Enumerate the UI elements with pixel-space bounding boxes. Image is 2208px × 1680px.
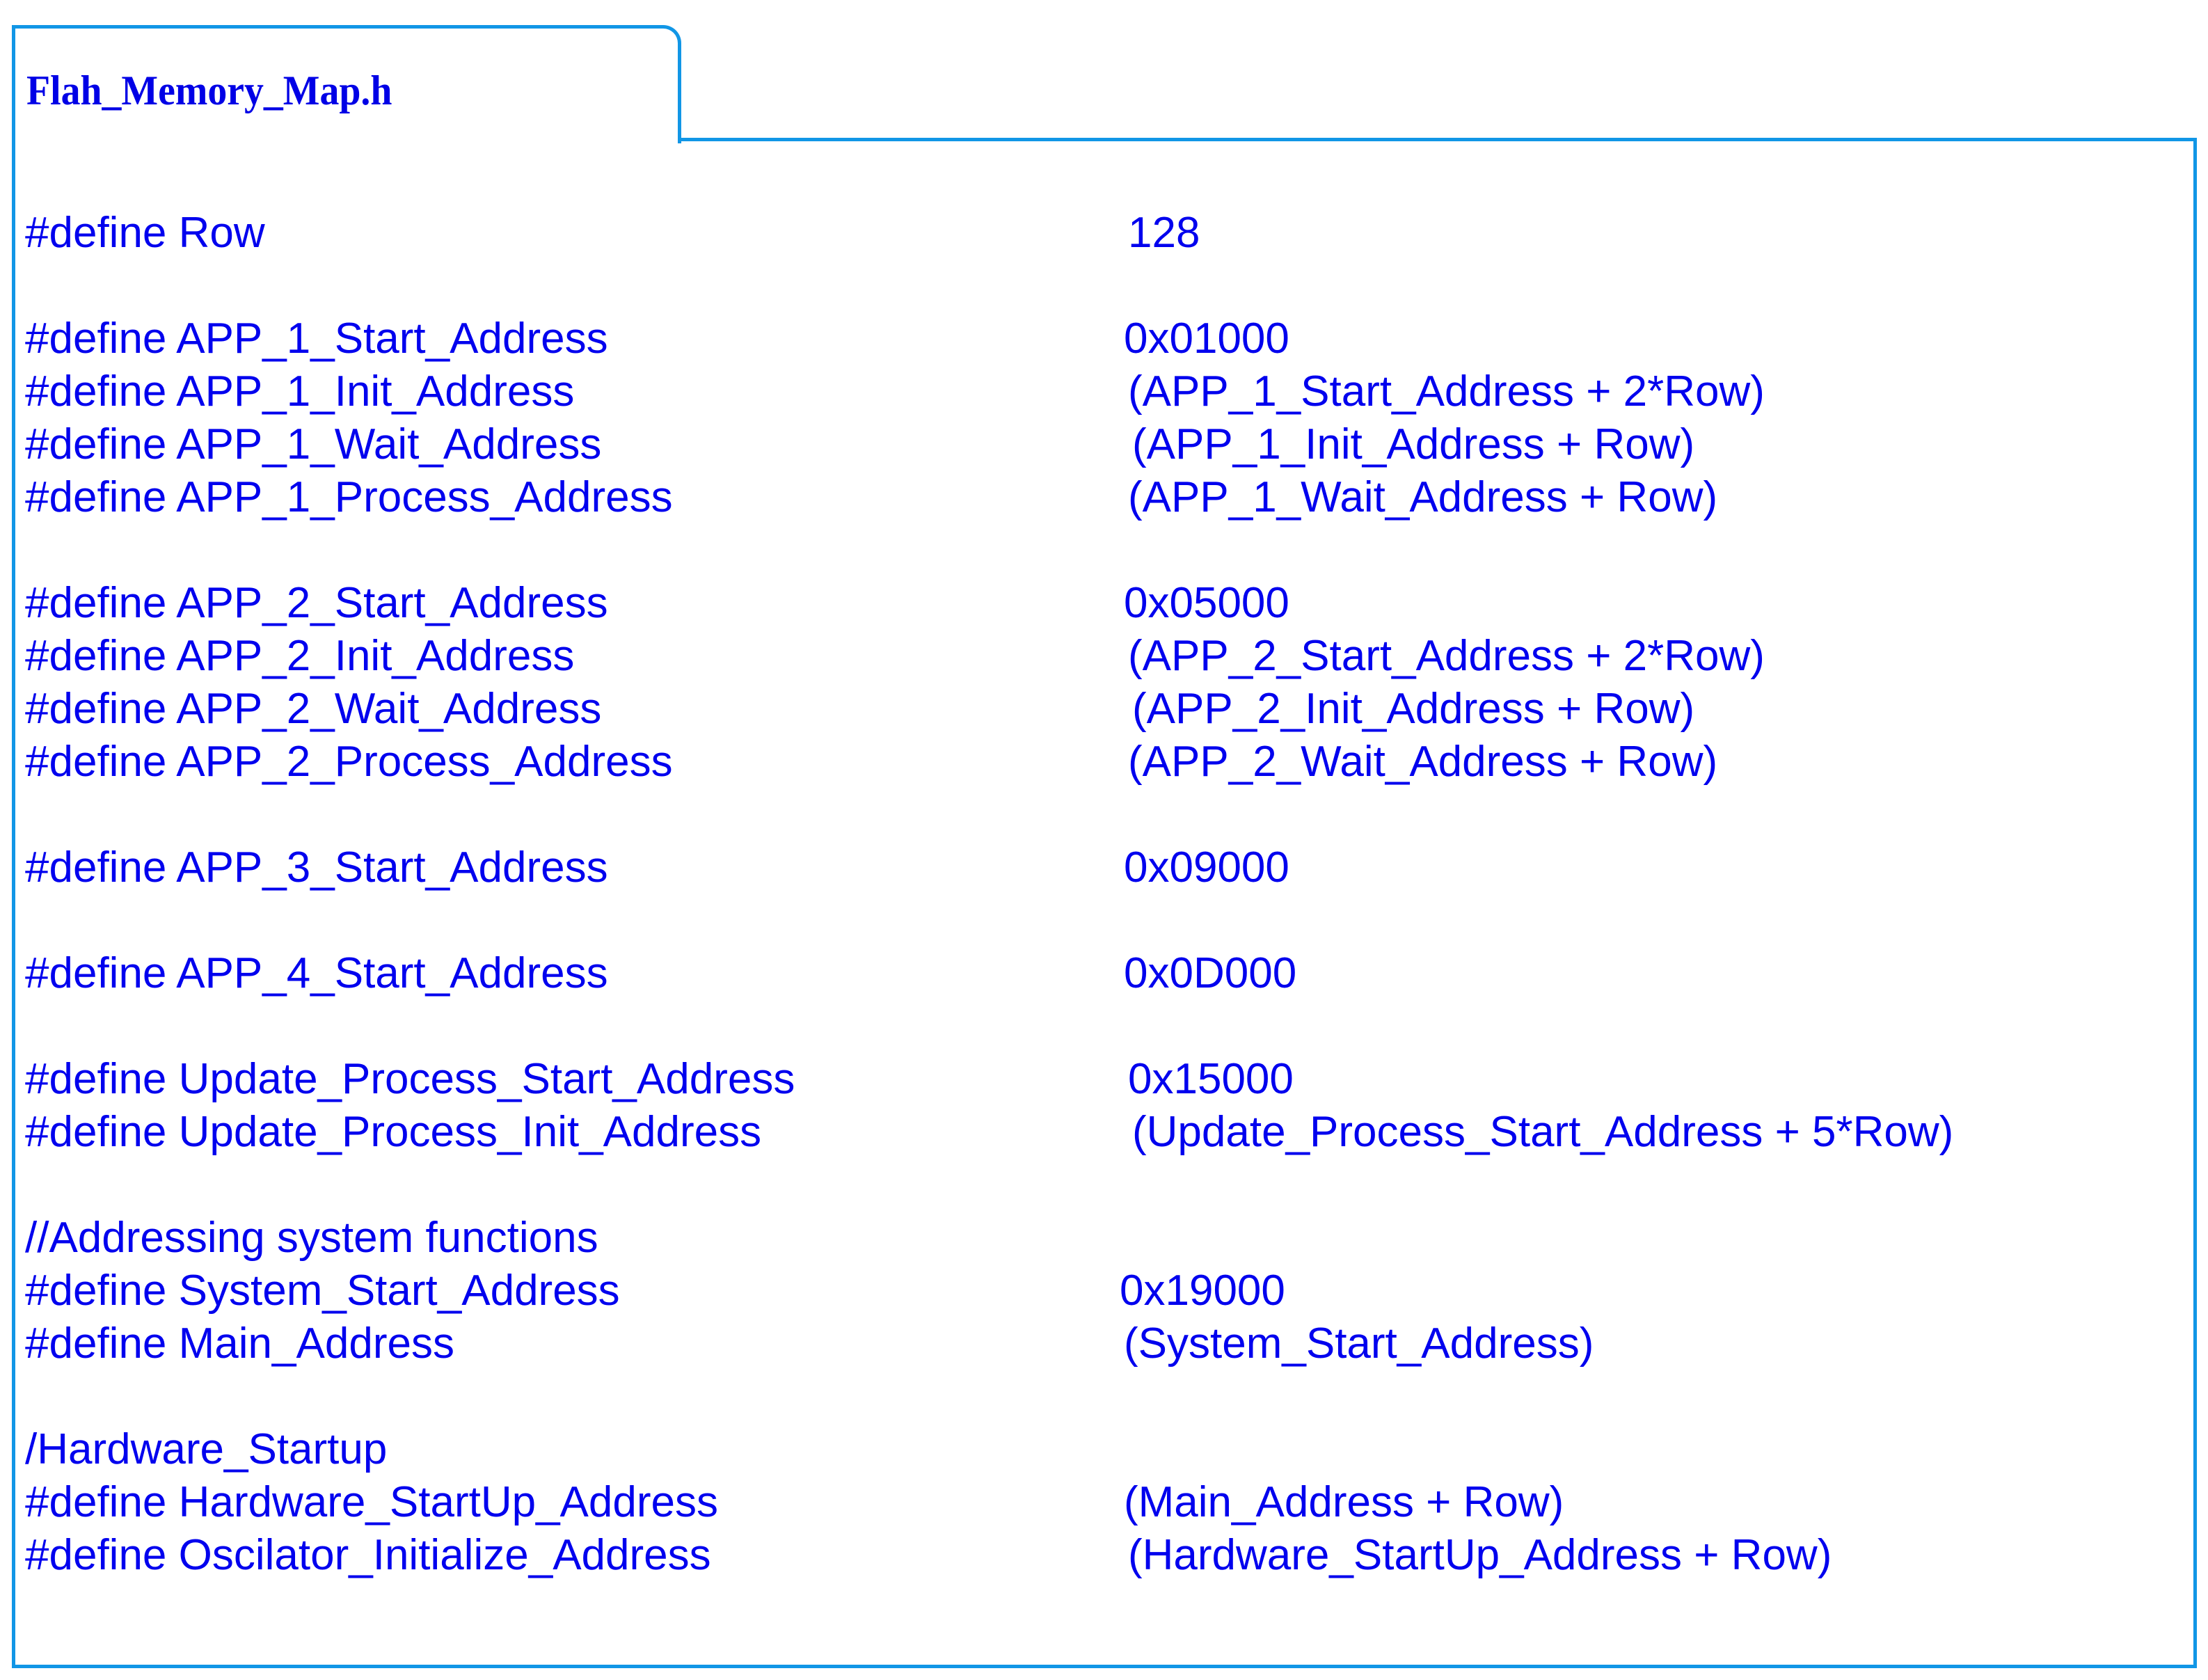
define-name: #define Row [25,209,265,257]
define-name: #define Update_Process_Start_Address [25,1055,795,1103]
define-name: #define APP_4_Start_Address [25,949,608,997]
define-value: (APP_2_Start_Address + 2*Row) [1128,632,1765,680]
define-name: //Addressing system functions [25,1214,598,1262]
define-value: 0x0D000 [1124,949,1297,997]
define-name: #define APP_3_Start_Address [25,843,608,891]
define-name: #define APP_1_Start_Address [25,315,608,363]
define-value: (Main_Address + Row) [1124,1478,1564,1526]
define-value: 0x19000 [1120,1267,1285,1315]
define-name: #define APP_2_Wait_Address [25,685,602,733]
define-name: #define System_Start_Address [25,1267,620,1315]
define-value: (System_Start_Address) [1124,1320,1594,1368]
define-value: (APP_2_Init_Address + Row) [1132,685,1695,733]
define-name: #define Hardware_StartUp_Address [25,1478,718,1526]
file-title: Flah_Memory_Map.h [26,68,392,113]
define-value: (Update_Process_Start_Address + 5*Row) [1132,1108,1954,1156]
tab-joint [15,136,678,145]
define-value: (APP_1_Init_Address + Row) [1132,420,1695,468]
define-name: #define Main_Address [25,1320,454,1368]
define-name: #define APP_1_Init_Address [25,367,575,415]
define-value: (Hardware_StartUp_Address + Row) [1128,1531,1832,1579]
define-value: 0x15000 [1128,1055,1294,1103]
file-tab[interactable] [12,25,681,143]
define-name: #define APP_2_Init_Address [25,632,575,680]
define-name: #define APP_1_Wait_Address [25,420,602,468]
define-name: /Hardware_Startup [25,1425,388,1473]
define-value: (APP_1_Wait_Address + Row) [1128,473,1718,521]
define-name: #define APP_2_Process_Address [25,738,673,786]
define-value: 0x05000 [1124,579,1289,627]
define-name: #define APP_2_Start_Address [25,579,608,627]
define-value: 128 [1128,209,1200,257]
define-value: (APP_2_Wait_Address + Row) [1128,738,1718,786]
define-value: 0x01000 [1124,315,1289,363]
define-name: #define Oscilator_Initialize_Address [25,1531,711,1579]
define-value: (APP_1_Start_Address + 2*Row) [1128,367,1765,415]
code-panel [12,138,2197,1668]
define-name: #define APP_1_Process_Address [25,473,673,521]
define-value: 0x09000 [1124,843,1289,891]
define-name: #define Update_Process_Init_Address [25,1108,762,1156]
